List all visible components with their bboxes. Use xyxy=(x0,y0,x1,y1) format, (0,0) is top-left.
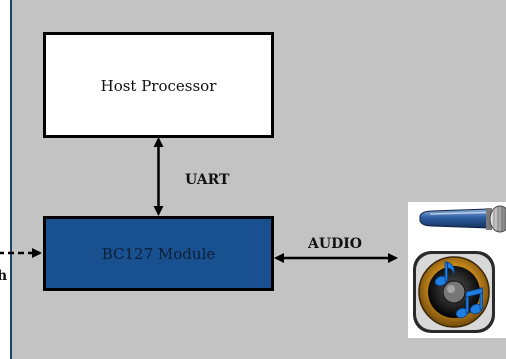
speaker-music-icon xyxy=(413,251,495,333)
microphone-icon xyxy=(419,205,506,233)
cut-off-edge-text: h xyxy=(0,268,7,284)
host-processor-box xyxy=(43,32,274,138)
bc127-module-box xyxy=(43,216,274,291)
bc127-module-label: BC127 Module xyxy=(102,245,216,263)
uart-label: UART xyxy=(185,172,230,188)
host-processor-block: Host Processor xyxy=(43,32,274,138)
host-processor-label: Host Processor xyxy=(101,77,218,95)
audio-label: AUDIO xyxy=(307,236,362,252)
bc127-module-block: BC127 Module xyxy=(43,216,274,291)
